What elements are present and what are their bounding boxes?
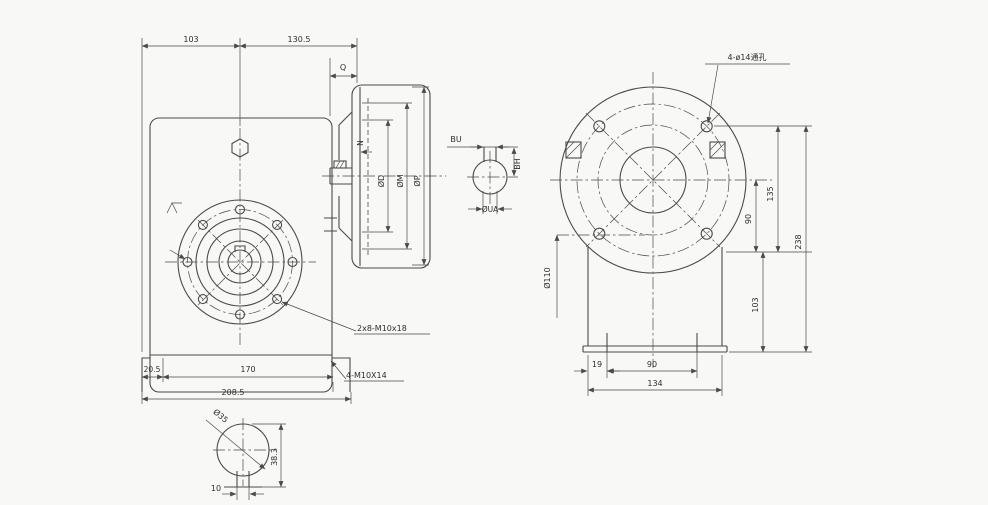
housing-body bbox=[582, 247, 728, 353]
dim-label-130-5: 130.5 bbox=[288, 35, 311, 44]
shaft-end-detail: Ø35 38.3 10 bbox=[205, 407, 286, 500]
dim-label-38-3: 38.3 bbox=[270, 448, 279, 466]
leader-arrow bbox=[169, 249, 186, 260]
dim-label-bu: BU bbox=[450, 135, 461, 144]
screw-note-label: 4-M10X14 bbox=[346, 371, 387, 380]
dim-label-19: 19 bbox=[592, 360, 602, 369]
dim-label-90-bottom: 90 bbox=[647, 360, 657, 369]
dim-label-d: ØD bbox=[376, 175, 386, 187]
dim-label-ua: ØUA bbox=[482, 205, 499, 214]
dim-label-134: 134 bbox=[647, 379, 662, 388]
dim-label-n: N bbox=[356, 140, 365, 146]
key-block bbox=[333, 160, 347, 169]
keyway bbox=[234, 245, 246, 252]
dim-label-20-5: 20.5 bbox=[144, 365, 161, 374]
leader-line bbox=[281, 301, 357, 332]
extension-lines bbox=[714, 125, 812, 353]
bolt-holes bbox=[182, 204, 298, 320]
hole-note-label: 4-ø14通孔 bbox=[727, 52, 766, 62]
extension-lines bbox=[587, 352, 723, 396]
dim-label-135: 135 bbox=[766, 186, 775, 201]
dim-label-170: 170 bbox=[240, 365, 255, 374]
flange-side-view: ØD ØM ØP N bbox=[322, 84, 446, 269]
shaft-stub bbox=[329, 111, 353, 242]
hatch-lines bbox=[335, 160, 345, 169]
extension-lines bbox=[141, 38, 358, 352]
dim-label-bh: BH bbox=[513, 158, 522, 170]
extension-lines bbox=[236, 487, 250, 500]
leader-line bbox=[205, 419, 266, 470]
dim-label-10: 10 bbox=[211, 484, 221, 493]
flange-plate bbox=[351, 84, 431, 269]
key-section-detail: BU BH ØUA bbox=[447, 135, 522, 214]
centerlines bbox=[467, 151, 513, 205]
extension-lines bbox=[362, 102, 412, 250]
tick-marks bbox=[324, 217, 337, 232]
centerlines bbox=[165, 128, 316, 345]
hatch-lines bbox=[565, 141, 582, 159]
leader-line bbox=[706, 64, 719, 124]
key-slot bbox=[483, 147, 497, 162]
dim-label-103: 103 bbox=[183, 35, 198, 44]
flange-circles bbox=[177, 199, 303, 325]
extension-lines bbox=[482, 191, 498, 214]
left-view: 2x8-M10x18 4-M10X14 103 130.5 Q 20.5 170… bbox=[141, 35, 430, 404]
dim-label-90-right: 90 bbox=[744, 214, 753, 224]
keyway bbox=[224, 471, 262, 488]
base-feet bbox=[141, 357, 351, 392]
dim-label-208-5: 208.5 bbox=[222, 388, 245, 397]
extension-lines bbox=[497, 146, 518, 178]
dim-label-238: 238 bbox=[794, 234, 803, 249]
housing-outline bbox=[149, 117, 333, 393]
dim-label-m: ØM bbox=[395, 174, 405, 187]
bolt-note-label: 2x8-M10x18 bbox=[357, 324, 407, 333]
hatch-lines bbox=[709, 141, 726, 159]
centerlines bbox=[550, 72, 772, 368]
dim-label-dia35: Ø35 bbox=[211, 407, 230, 425]
dim-label-q: Q bbox=[340, 63, 346, 72]
dim-label-dia110: Ø110 bbox=[542, 267, 552, 289]
dim-label-103: 103 bbox=[751, 297, 760, 312]
centerlines bbox=[213, 418, 276, 486]
surface-finish-icon bbox=[166, 202, 182, 214]
leader-line bbox=[330, 360, 347, 380]
dim-label-p: ØP bbox=[412, 175, 422, 186]
rear-view: 4-ø14通孔 90 135 103 238 Ø110 19 90 134 bbox=[542, 52, 812, 396]
